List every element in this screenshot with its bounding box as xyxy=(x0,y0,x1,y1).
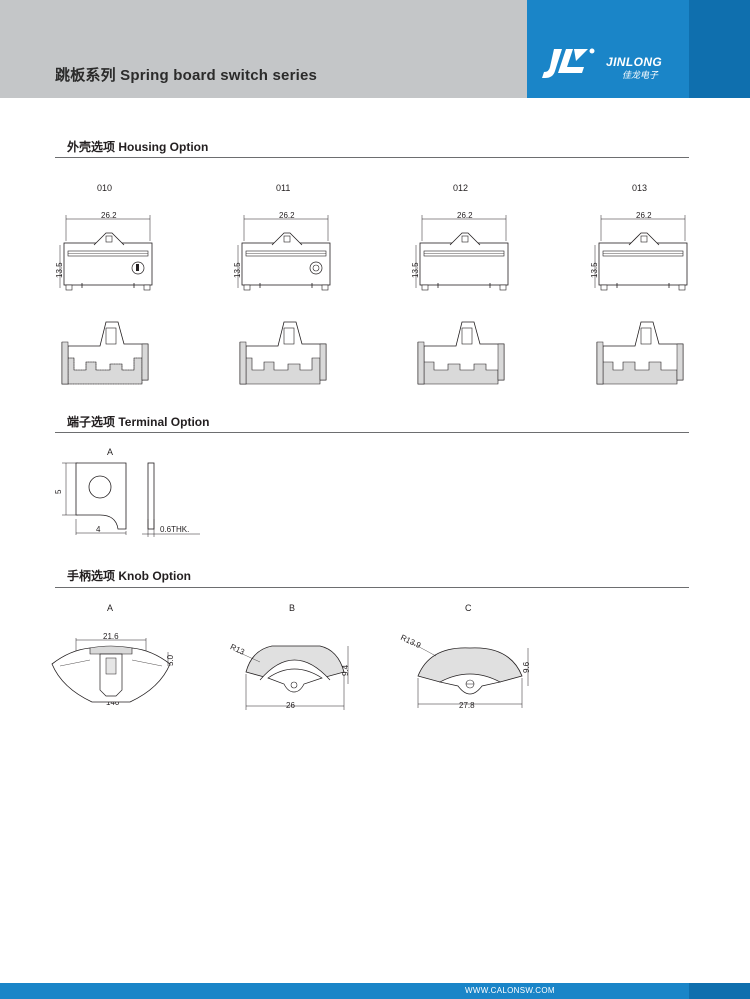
knob-divider xyxy=(55,587,689,588)
knob-b-width: 26 xyxy=(286,701,295,710)
terminal-thickness: 0.6THK. xyxy=(160,525,190,534)
header-band xyxy=(0,0,527,98)
knob-code-b: B xyxy=(289,603,296,613)
housing-section-view-012 xyxy=(417,321,505,385)
terminal-width: 4 xyxy=(96,525,101,534)
housing-width-010: 26.2 xyxy=(101,211,117,220)
housing-front-view-010 xyxy=(59,215,153,291)
knob-b-drawing xyxy=(237,645,349,710)
footer-url: WWW.CALONSW.COM xyxy=(465,986,555,995)
housing-section-view-010 xyxy=(61,321,149,385)
terminal-divider xyxy=(55,432,689,433)
footer-strip xyxy=(689,983,750,999)
brand-name-cn: 佳龙电子 xyxy=(622,70,659,80)
knob-code-a: A xyxy=(107,603,114,613)
knob-code-c: C xyxy=(465,603,472,613)
knob-a-drawing xyxy=(51,638,171,703)
housing-heading: 外壳选项 Housing Option xyxy=(67,140,209,154)
terminal-code-a: A xyxy=(107,447,114,457)
housing-code-010: 010 xyxy=(97,183,113,193)
jinlong-logo-icon xyxy=(542,48,595,78)
knob-c-width: 27.8 xyxy=(459,701,475,710)
logo-strip xyxy=(689,0,750,98)
housing-section-view-011 xyxy=(239,321,327,385)
housing-width-012: 26.2 xyxy=(457,211,473,220)
housing-width-013: 26.2 xyxy=(636,211,652,220)
terminal-drawing xyxy=(62,462,200,537)
page-title: 跳板系列 Spring board switch series xyxy=(55,67,318,84)
housing-divider xyxy=(55,157,689,158)
housing-front-view-011 xyxy=(237,215,331,291)
housing-code-011: 011 xyxy=(276,183,291,193)
terminal-heading: 端子选项 Terminal Option xyxy=(67,415,210,429)
footer-band xyxy=(0,983,689,999)
knob-a-angle: 140 ° xyxy=(106,698,125,707)
housing-width-011: 26.2 xyxy=(279,211,295,220)
housing-front-view-013 xyxy=(594,215,688,291)
housing-front-view-012 xyxy=(415,215,509,291)
housing-code-012: 012 xyxy=(453,183,469,193)
housing-section-view-013 xyxy=(596,321,684,385)
housing-code-013: 013 xyxy=(632,183,648,193)
knob-a-width: 21.6 xyxy=(103,632,119,641)
knob-c-drawing xyxy=(409,641,529,708)
brand-name: JINLONG xyxy=(606,55,663,69)
knob-heading: 手柄选项 Knob Option xyxy=(67,569,191,583)
